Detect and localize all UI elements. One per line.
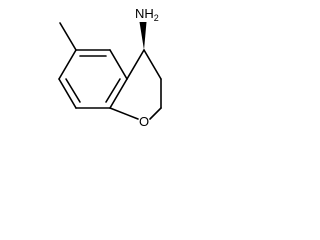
chemical-structure-diagram: NH2 O (58, 6, 162, 129)
bond-c6-c7 (58, 49, 77, 80)
wedge-bond-c4-n (139, 22, 147, 50)
ring-oxygen-label: O (139, 114, 149, 129)
pyran-ring (109, 49, 162, 120)
amine-label: NH2 (135, 6, 159, 23)
bond-c4a-c5 (109, 49, 128, 80)
bond-c7-c8 (58, 78, 77, 109)
bond-o1-c8a (109, 107, 139, 120)
bond-c4-c3 (143, 49, 162, 80)
double-bond-c7-c8 (65, 78, 81, 103)
bond-c8a-c4a (109, 78, 128, 109)
benzene-ring (58, 49, 128, 109)
bond-methyl (59, 22, 77, 51)
bond-c4a-c4 (126, 49, 145, 80)
double-bond-c8a-c4a (105, 78, 121, 103)
bond-c2-o1 (149, 107, 162, 120)
